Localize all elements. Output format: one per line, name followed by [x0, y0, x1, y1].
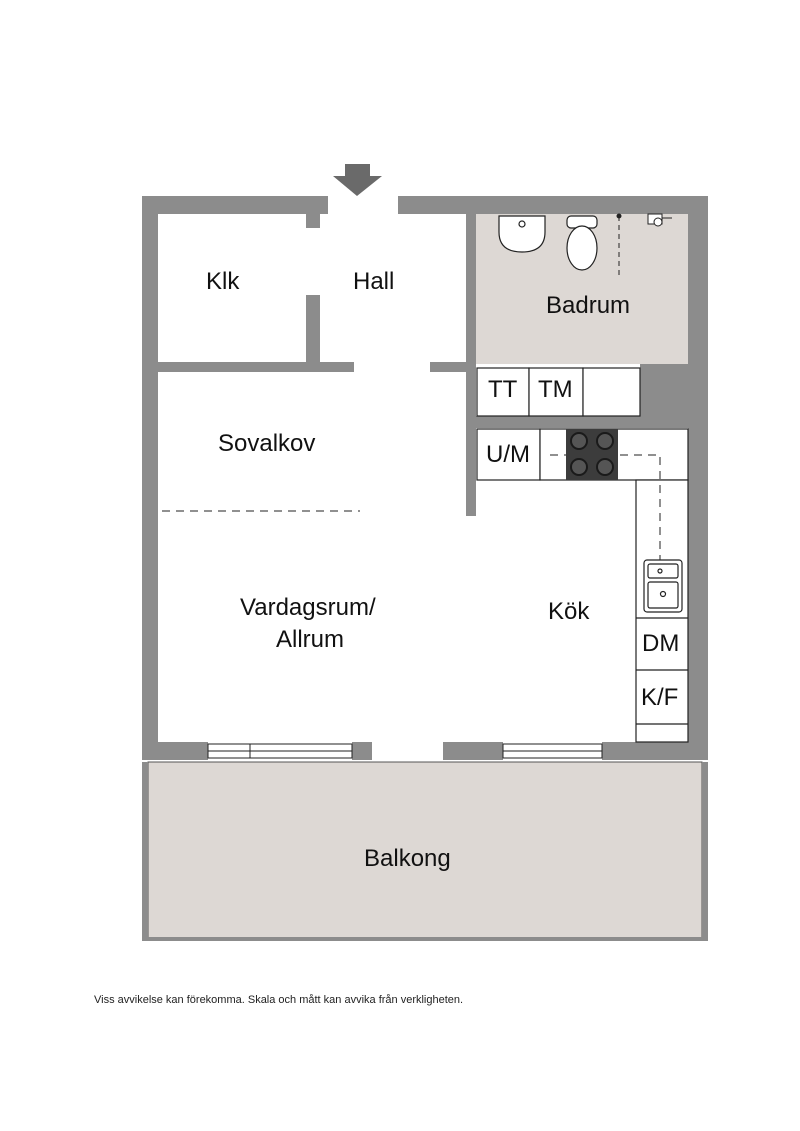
room-label-badrum: Badrum — [546, 292, 631, 319]
outer-walls — [142, 196, 708, 760]
room-label-klk: Klk — [206, 268, 240, 295]
balcony-floor — [147, 761, 703, 939]
fixture-label-kf: K/F — [641, 684, 679, 711]
toilet-icon — [566, 215, 598, 271]
fixture-label-tt: TT — [488, 376, 518, 403]
room-label-balkong: Balkong — [364, 845, 451, 872]
fixture-label-um: U/M — [486, 441, 530, 468]
room-label-kok: Kök — [548, 598, 590, 625]
sink-icon — [643, 559, 683, 613]
interior-walls — [158, 214, 688, 516]
disclaimer-text: Viss avvikelse kan förekomma. Skala och … — [94, 994, 464, 1006]
window-right — [502, 743, 603, 759]
balcony-railing-right — [702, 762, 708, 940]
room-label-allrum: Allrum — [276, 626, 345, 653]
balcony-railing-bottom — [142, 937, 708, 941]
washbasin-icon — [498, 215, 546, 253]
balcony-railing-left — [142, 762, 148, 940]
entrance-arrow-icon — [333, 164, 382, 196]
room-label-vardagsrum: Vardagsrum/ — [240, 594, 376, 621]
fixture-label-dm: DM — [642, 630, 680, 657]
shower-icon — [616, 213, 672, 276]
closet-row — [476, 367, 641, 417]
room-label-hall: Hall — [353, 268, 395, 295]
window-left — [207, 743, 353, 759]
stove-icon — [566, 429, 618, 480]
fixture-label-tm: TM — [538, 376, 573, 403]
room-label-sovalkov: Sovalkov — [218, 430, 316, 457]
